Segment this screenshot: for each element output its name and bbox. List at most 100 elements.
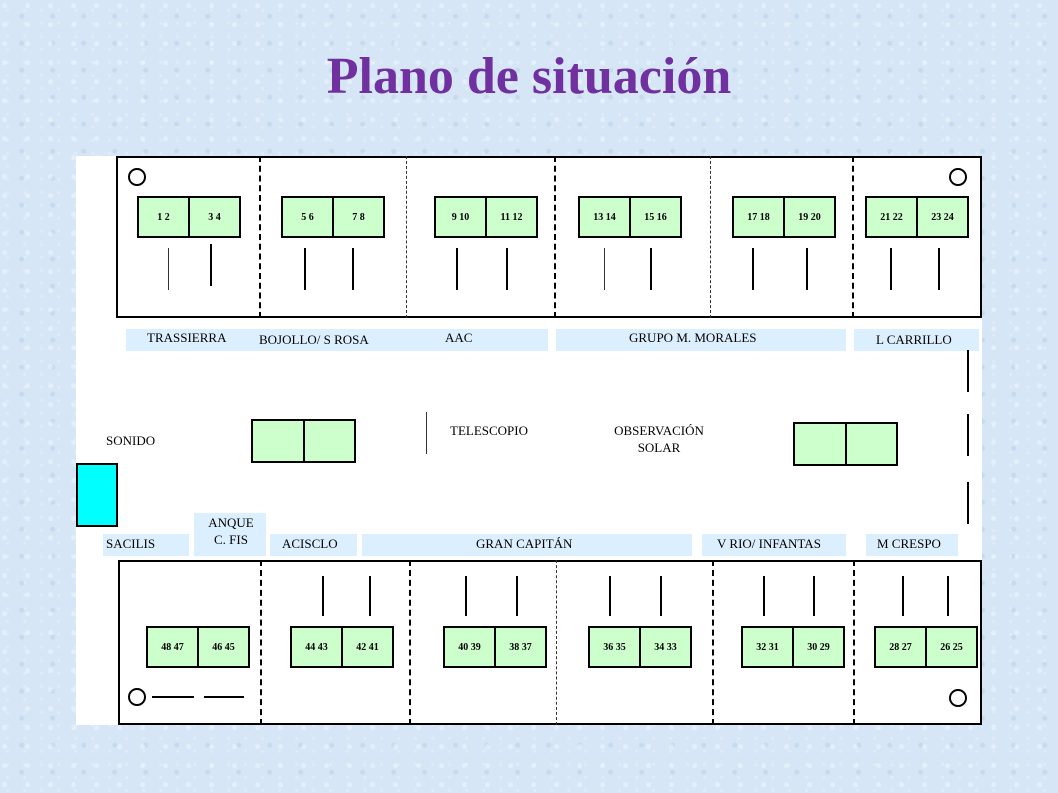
label-mcrespo: M CRESPO — [877, 536, 941, 551]
label-band — [270, 534, 357, 556]
top-divider — [852, 156, 854, 318]
table-block — [793, 422, 898, 466]
bottom-divider — [260, 560, 262, 725]
seat-label: 1 2 — [157, 211, 170, 223]
marker-line — [967, 482, 969, 524]
table-block — [251, 419, 356, 463]
marker-line — [813, 576, 815, 616]
seat-label: 11 12 — [485, 198, 536, 236]
seat-pair: 5 6 7 8 — [281, 196, 385, 238]
seat-label: 5 6 — [301, 211, 314, 223]
label-band — [126, 329, 548, 351]
label-aac: AAC — [445, 330, 473, 345]
floor-plan: 1 2 3 4 5 6 7 8 9 10 11 12 13 14 15 16 1… — [76, 156, 982, 725]
corner-circle-icon — [128, 168, 146, 186]
marker-line — [967, 350, 969, 392]
top-hall — [116, 156, 982, 318]
seat-label: 21 22 — [880, 211, 903, 223]
label-trassierra: TRASSIERRA — [147, 330, 227, 345]
top-divider — [406, 156, 407, 318]
seat-label: 9 10 — [451, 211, 470, 223]
label-band — [866, 534, 958, 556]
page-title: Plano de situación — [326, 48, 732, 105]
seat-label: 15 16 — [629, 198, 680, 236]
seat-label: 48 47 — [161, 641, 184, 653]
seat-label: 34 33 — [639, 628, 690, 666]
top-divider — [259, 156, 261, 318]
table-cell — [795, 424, 845, 464]
seat-pair: 32 31 30 29 — [741, 626, 845, 668]
label-bojollo: BOJOLLO/ S ROSA — [259, 332, 369, 347]
corner-circle-icon — [128, 688, 146, 706]
marker-line — [660, 576, 662, 616]
top-divider — [554, 156, 556, 318]
marker-line — [604, 248, 605, 290]
marker-line — [947, 576, 949, 616]
seat-label: 42 41 — [341, 628, 392, 666]
marker-line — [168, 248, 169, 290]
corner-circle-icon — [949, 168, 967, 186]
seat-label: 26 25 — [925, 628, 976, 666]
seat-label: 40 39 — [458, 641, 481, 653]
seat-pair: 48 47 46 45 — [146, 626, 250, 668]
marker-line — [609, 576, 611, 616]
label-cfis: C. FIS — [214, 532, 248, 547]
seat-label: 3 4 — [188, 198, 239, 236]
seat-label: 28 27 — [889, 641, 912, 653]
table-cell — [302, 421, 355, 461]
seat-label: 19 20 — [783, 198, 834, 236]
seat-pair: 21 22 23 24 — [865, 196, 969, 238]
seat-pair: 44 43 42 41 — [290, 626, 394, 668]
label-sonido: SONIDO — [106, 433, 156, 448]
label-band — [194, 513, 266, 556]
marker-line — [152, 696, 194, 698]
label-anque: ANQUE — [208, 515, 254, 530]
seat-label: 46 45 — [197, 628, 248, 666]
marker-line — [304, 248, 306, 290]
seat-label: 17 18 — [747, 211, 770, 223]
marker-line — [902, 576, 904, 616]
marker-line — [369, 576, 371, 616]
top-divider — [710, 156, 711, 318]
label-sacilis: SACILIS — [106, 536, 156, 551]
marker-line — [763, 576, 765, 616]
seat-pair: 9 10 11 12 — [434, 196, 538, 238]
marker-line — [465, 576, 467, 616]
table-cell — [253, 421, 303, 461]
label-band — [854, 329, 979, 351]
marker-line — [456, 248, 458, 290]
label-observacion: OBSERVACIÓN — [614, 423, 704, 438]
marker-line — [210, 244, 212, 286]
marker-line — [352, 248, 354, 290]
bottom-divider — [712, 560, 714, 725]
label-band — [103, 534, 189, 556]
marker-line — [322, 576, 324, 616]
bottom-divider — [409, 560, 411, 725]
seat-pair: 1 2 3 4 — [137, 196, 241, 238]
label-band — [362, 534, 692, 556]
seat-pair: 40 39 38 37 — [443, 626, 547, 668]
label-telescopio: TELESCOPIO — [450, 423, 528, 438]
bottom-divider — [853, 560, 855, 725]
seat-label: 44 43 — [305, 641, 328, 653]
sound-booth — [76, 463, 118, 527]
marker-line — [938, 248, 940, 290]
label-vrio: V RIO/ INFANTAS — [717, 536, 821, 551]
marker-line — [967, 414, 969, 456]
seat-label: 7 8 — [332, 198, 383, 236]
bottom-divider — [556, 560, 557, 725]
marker-line — [650, 248, 652, 290]
marker-line — [426, 412, 427, 454]
seat-label: 36 35 — [603, 641, 626, 653]
seat-label: 32 31 — [756, 641, 779, 653]
label-solar: SOLAR — [637, 440, 681, 455]
seat-pair: 28 27 26 25 — [874, 626, 978, 668]
seat-label: 23 24 — [916, 198, 967, 236]
corner-circle-icon — [949, 689, 967, 707]
marker-line — [752, 248, 754, 290]
seat-label: 38 37 — [494, 628, 545, 666]
table-cell — [844, 424, 897, 464]
bottom-hall — [118, 560, 982, 725]
label-acisclo: ACISCLO — [282, 536, 338, 551]
label-band — [556, 329, 846, 351]
